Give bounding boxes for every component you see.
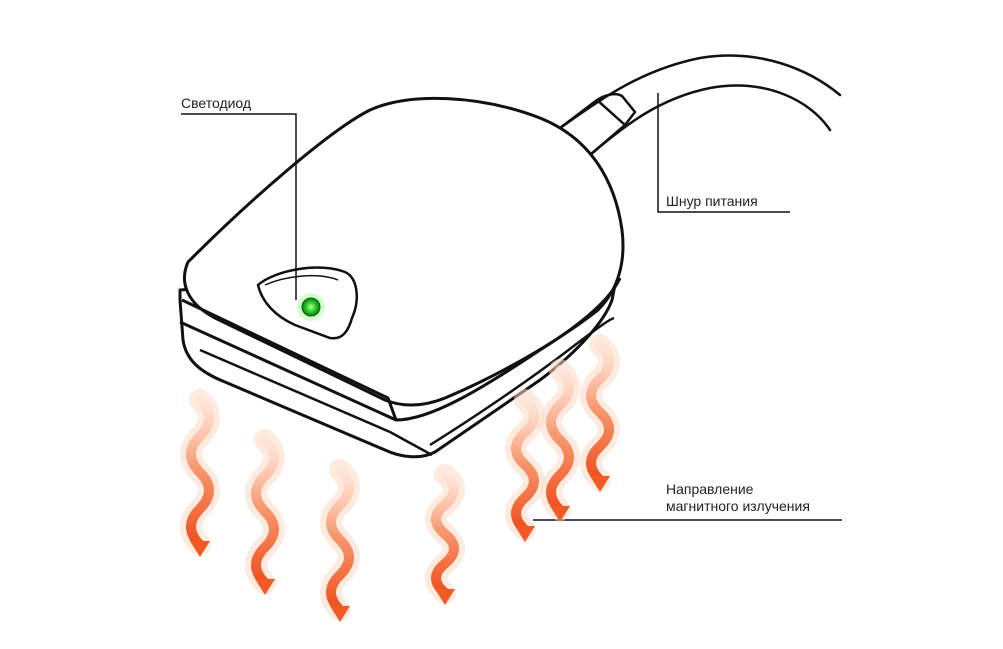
radiation-direction-label: Направление магнитного излучения — [666, 481, 810, 515]
power-cord-label: Шнур питания — [666, 193, 758, 209]
led-indicator — [297, 293, 325, 321]
radiation-wave-arrow — [540, 359, 580, 522]
radiation-wave-arrow — [245, 429, 285, 595]
radiation-wave-arrow — [580, 334, 620, 492]
leader-lines — [181, 93, 842, 521]
radiation-wave-arrow — [505, 389, 545, 542]
power-cord — [558, 54, 842, 157]
radiation-direction-label-line2: магнитного излучения — [666, 498, 810, 514]
cord-leader-line — [657, 93, 790, 213]
led-leader-line — [181, 113, 297, 300]
radiation-wave-arrow — [425, 464, 465, 605]
radiation-wave-arrow — [320, 459, 360, 622]
led-label: Светодиод — [181, 95, 252, 111]
radiation-waves — [180, 334, 620, 622]
radiation-direction-label-line1: Направление — [666, 481, 754, 497]
radiation-wave-arrow — [180, 389, 220, 557]
